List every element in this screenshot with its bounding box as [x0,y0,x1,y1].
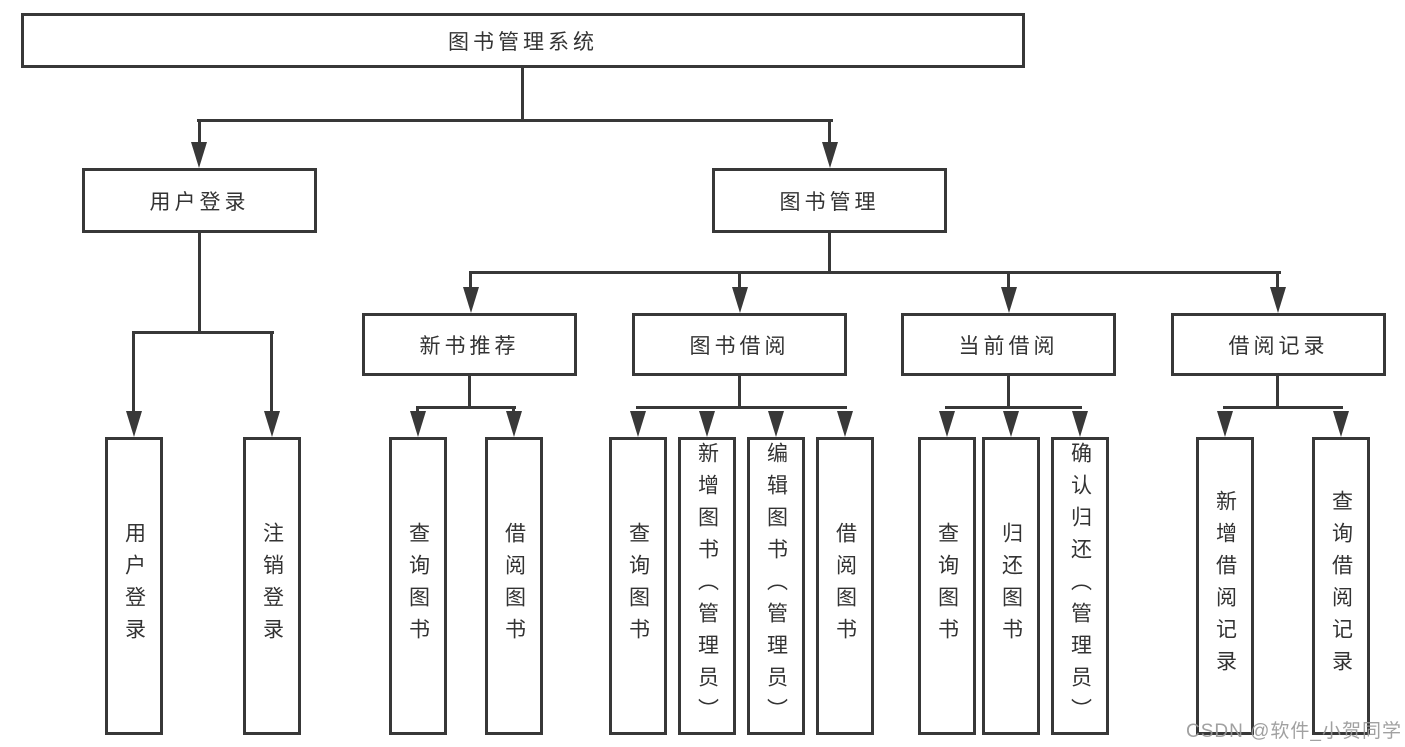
connector-line [469,271,472,289]
arrowhead-down-icon [699,411,715,437]
leaf-label: 新增图书（管理员） [695,442,719,730]
leaf-add-borrow-record: 新增借阅记录 [1196,437,1254,735]
leaf-label: 查询图书 [935,522,959,650]
arrowhead-down-icon [463,287,479,313]
connector-line [512,406,515,415]
leaf-logout: 注销登录 [243,437,301,735]
arrowhead-down-icon [1217,411,1233,437]
node-label: 新书推荐 [419,334,520,358]
node-current-borrow: 当前借阅 [901,313,1116,376]
arrowhead-down-icon [264,411,280,437]
arrowhead-down-icon [410,411,426,437]
connector-line [468,376,471,409]
connector-line [198,233,201,334]
connector-line [828,233,831,274]
node-label: 当前借阅 [958,334,1059,358]
leaf-query-borrow-record: 查询借阅记录 [1312,437,1370,735]
node-label: 用户登录 [149,190,250,214]
arrowhead-down-icon [191,142,207,168]
connector-line [945,406,1082,409]
connector-line [416,406,516,409]
arrowhead-down-icon [506,411,522,437]
node-label: 图书借阅 [689,334,790,358]
connector-line [521,68,524,122]
leaf-query-books-recommend: 查询图书 [389,437,447,735]
leaf-label: 注销登录 [260,522,284,650]
connector-line [469,271,1281,274]
node-user-login: 用户登录 [82,168,317,233]
leaf-label: 借阅图书 [833,522,857,650]
node-new-book-recommend: 新书推荐 [362,313,577,376]
leaf-label: 查询图书 [406,522,430,650]
arrowhead-down-icon [126,411,142,437]
arrowhead-down-icon [1072,411,1088,437]
csdn-watermark: CSDN @软件_小贺同学 [1186,721,1402,742]
leaf-borrow-books: 借阅图书 [816,437,874,735]
leaf-confirm-return-admin: 确认归还（管理员） [1051,437,1109,735]
connector-line [1276,271,1279,289]
connector-line [197,119,833,122]
leaf-add-book-admin: 新增图书（管理员） [678,437,736,735]
leaf-query-books-current: 查询图书 [918,437,976,735]
arrowhead-down-icon [1003,411,1019,437]
leaf-label: 新增借阅记录 [1213,490,1237,682]
arrowhead-down-icon [768,411,784,437]
leaf-label: 查询图书 [626,522,650,650]
connector-line [1007,271,1010,289]
connector-line [1223,406,1343,409]
arrowhead-down-icon [1270,287,1286,313]
leaf-query-books-borrow: 查询图书 [609,437,667,735]
connector-line [828,119,831,147]
arrowhead-down-icon [1333,411,1349,437]
leaf-label: 用户登录 [122,522,146,650]
connector-line [636,406,847,409]
node-label: 图书管理系统 [448,30,598,54]
arrowhead-down-icon [630,411,646,437]
leaf-return-books: 归还图书 [982,437,1040,735]
leaf-label: 借阅图书 [502,522,526,650]
arrowhead-down-icon [822,142,838,168]
node-book-management: 图书管理 [712,168,947,233]
node-label: 图书管理 [779,190,880,214]
leaf-user-login: 用户登录 [105,437,163,735]
connector-line [738,271,741,289]
connector-line [132,331,274,334]
arrowhead-down-icon [939,411,955,437]
connector-line [416,406,419,415]
leaf-label: 归还图书 [999,522,1023,650]
leaf-borrow-books-recommend: 借阅图书 [485,437,543,735]
leaf-label: 确认归还（管理员） [1068,442,1092,730]
node-label: 借阅记录 [1228,334,1329,358]
connector-line [1007,376,1010,409]
node-book-borrow: 图书借阅 [632,313,847,376]
node-borrow-records: 借阅记录 [1171,313,1386,376]
leaf-label: 编辑图书（管理员） [764,442,788,730]
leaf-edit-book-admin: 编辑图书（管理员） [747,437,805,735]
connector-line [198,119,201,147]
connector-line [738,376,741,409]
arrowhead-down-icon [1001,287,1017,313]
arrowhead-down-icon [837,411,853,437]
leaf-label: 查询借阅记录 [1329,490,1353,682]
connector-line [1276,376,1279,409]
connector-line [270,331,273,413]
arrowhead-down-icon [732,287,748,313]
connector-line [132,331,135,413]
node-library-management-system: 图书管理系统 [21,13,1025,68]
